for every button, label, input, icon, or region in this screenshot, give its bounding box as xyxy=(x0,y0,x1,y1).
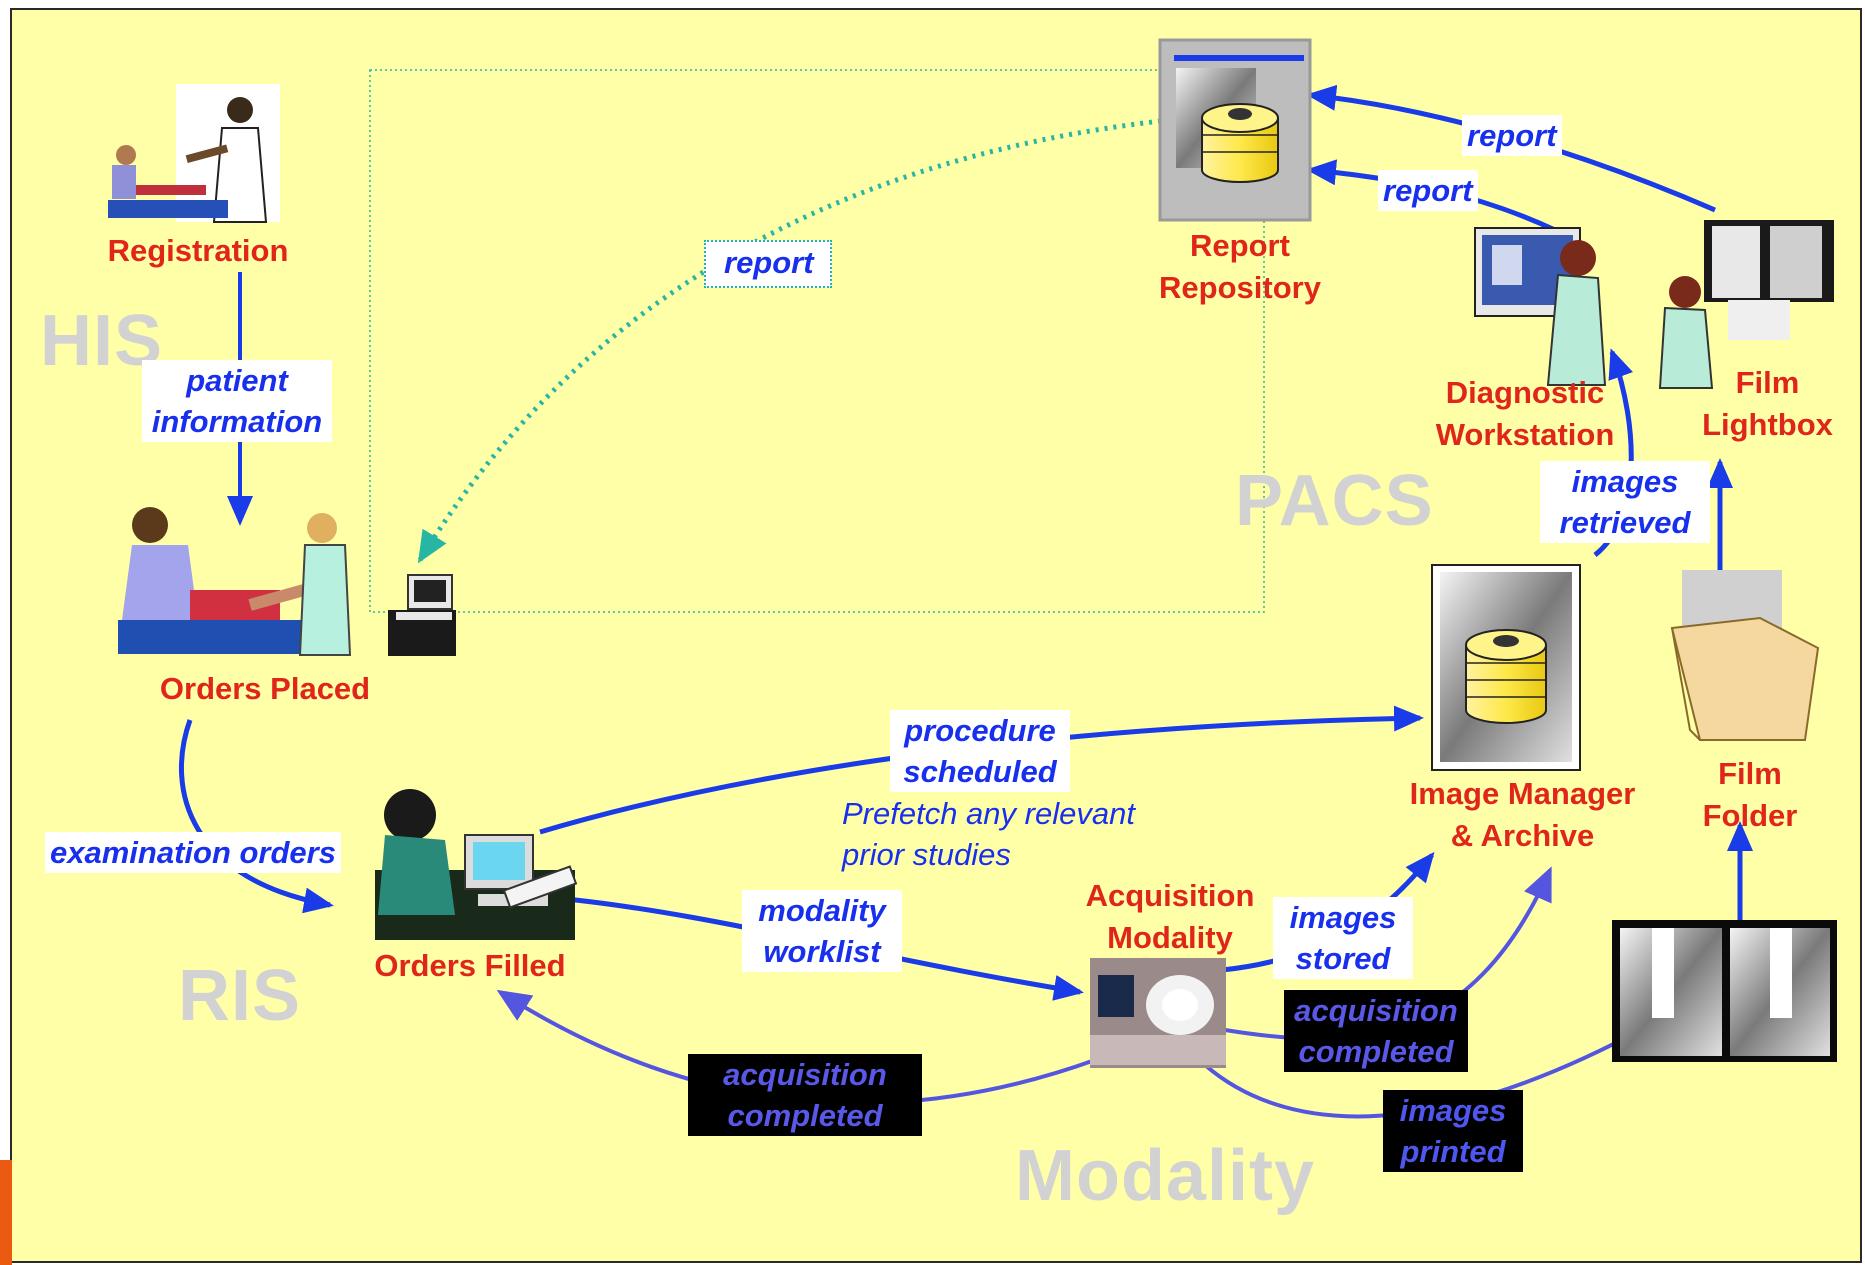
flow-images-retrieved-line2: retrieved xyxy=(1559,505,1691,540)
flow-prefetch-note: Prefetch any relevant prior studies xyxy=(842,793,1135,875)
node-image-manager: Image Manager & Archive xyxy=(1385,773,1660,857)
node-film-lightbox: Film Lightbox xyxy=(1690,362,1845,446)
flow-report-from-lightbox-label: report xyxy=(1467,118,1557,153)
node-registration-label: Registration xyxy=(107,233,289,268)
flow-acquisition-completed-archive: acquisition completed xyxy=(1284,990,1468,1072)
node-orders-filled: Orders Filled xyxy=(330,945,610,987)
flow-images-printed-line2: printed xyxy=(1400,1134,1506,1169)
node-film-folder-line2: Folder xyxy=(1702,798,1798,833)
flow-examination-orders-label: examination orders xyxy=(50,835,336,870)
report-repository-icon xyxy=(1158,38,1312,222)
flow-images-retrieved: images retrieved xyxy=(1540,461,1710,543)
node-diagnostic-workstation-line1: Diagnostic xyxy=(1445,375,1605,410)
node-report-repository: Report Repository xyxy=(1120,225,1360,309)
node-film-lightbox-line2: Lightbox xyxy=(1702,407,1833,442)
flow-modality-worklist: modality worklist xyxy=(742,890,902,972)
flow-images-stored: images stored xyxy=(1273,897,1413,979)
node-orders-placed: Orders Placed xyxy=(120,668,410,710)
printed-film-icon xyxy=(1612,920,1837,1062)
node-acquisition-modality: Acquisition Modality xyxy=(1060,875,1280,959)
orders-filled-icon xyxy=(375,789,578,940)
node-report-repository-line1: Report xyxy=(1190,228,1290,263)
flow-modality-worklist-line1: modality xyxy=(758,893,886,928)
arrow-examination-orders xyxy=(178,719,334,914)
flow-procedure-scheduled-line2: scheduled xyxy=(903,754,1057,789)
flow-report-from-workstation: report xyxy=(1378,170,1478,211)
node-diagnostic-workstation: Diagnostic Workstation xyxy=(1410,372,1640,456)
flow-acquisition-completed-ris: acquisition completed xyxy=(688,1054,922,1136)
image-manager-icon xyxy=(1431,564,1581,771)
arrow-report-dotted xyxy=(417,117,1171,564)
flow-report-from-workstation-label: report xyxy=(1383,173,1473,208)
flow-patient-information: patient information xyxy=(142,360,332,442)
flow-images-printed-line1: images xyxy=(1399,1093,1507,1128)
diagnostic-workstation-icon xyxy=(1474,227,1607,386)
node-orders-filled-label: Orders Filled xyxy=(374,948,566,983)
node-film-folder: Film Folder xyxy=(1690,753,1810,837)
flow-report-dotted-label: report xyxy=(724,245,814,280)
flow-modality-worklist-line2: worklist xyxy=(763,934,881,969)
flow-acquisition-completed-ris-line1: acquisition xyxy=(723,1057,887,1092)
flow-images-stored-line2: stored xyxy=(1295,941,1391,976)
node-acquisition-modality-line2: Modality xyxy=(1107,920,1233,955)
zone-his: HIS xyxy=(40,301,164,381)
node-film-lightbox-line1: Film xyxy=(1735,365,1800,400)
flow-acquisition-completed-archive-line2: completed xyxy=(1298,1034,1454,1069)
flow-patient-information-line2: information xyxy=(151,404,323,439)
flow-images-printed: images printed xyxy=(1383,1090,1523,1172)
zone-pacs: PACS xyxy=(1235,461,1434,541)
flow-report-dotted-box xyxy=(704,240,832,288)
film-folder-icon xyxy=(1670,570,1820,741)
flow-acquisition-completed-archive-line1: acquisition xyxy=(1294,993,1458,1028)
node-diagnostic-workstation-line2: Workstation xyxy=(1435,417,1615,452)
node-registration: Registration xyxy=(88,230,308,272)
node-image-manager-line1: Image Manager xyxy=(1409,776,1636,811)
pacs-boundary xyxy=(369,69,1265,613)
node-report-repository-line2: Repository xyxy=(1159,270,1321,305)
flow-images-retrieved-line1: images xyxy=(1571,464,1679,499)
flow-report-dotted: report xyxy=(724,242,814,283)
flow-report-from-lightbox: report xyxy=(1462,115,1562,156)
acquisition-modality-icon xyxy=(1090,958,1226,1068)
flow-images-stored-line1: images xyxy=(1289,900,1397,935)
flow-examination-orders: examination orders xyxy=(45,832,341,873)
flow-prefetch-line2: prior studies xyxy=(842,837,1011,872)
slide-edge-accent xyxy=(0,1160,12,1265)
node-orders-placed-label: Orders Placed xyxy=(159,671,371,706)
flow-prefetch-line1: Prefetch any relevant xyxy=(842,796,1135,831)
flow-patient-information-line1: patient xyxy=(186,363,288,398)
flow-procedure-scheduled-line1: procedure xyxy=(904,713,1056,748)
flow-acquisition-completed-ris-line2: completed xyxy=(727,1098,883,1133)
orders-placed-icon xyxy=(118,507,456,656)
flow-procedure-scheduled: procedure scheduled xyxy=(890,710,1070,792)
node-film-folder-line1: Film xyxy=(1718,756,1782,791)
zone-ris: RIS xyxy=(178,956,302,1036)
zone-modality: Modality xyxy=(1015,1136,1316,1216)
node-image-manager-line2: & Archive xyxy=(1450,818,1595,853)
film-lightbox-icon xyxy=(1658,220,1834,389)
registration-icon xyxy=(108,84,280,223)
node-acquisition-modality-line1: Acquisition xyxy=(1085,878,1255,913)
arrow-images-printed xyxy=(1203,1023,1654,1119)
